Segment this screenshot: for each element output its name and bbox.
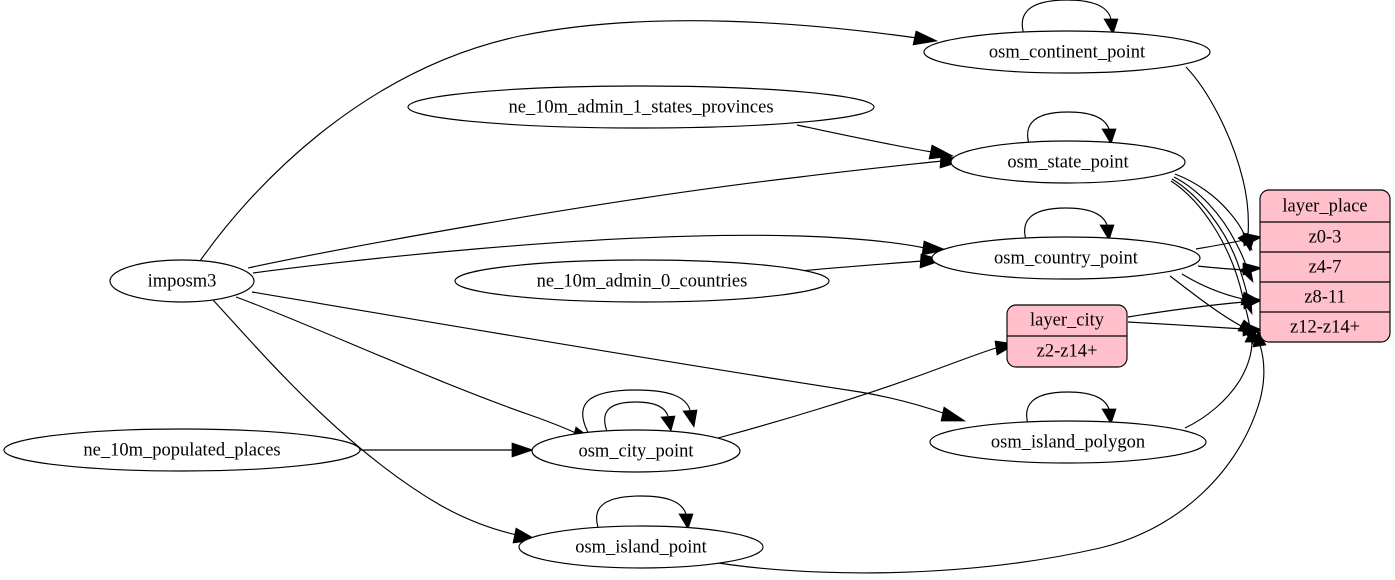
- node-osm_continent_point-shape[interactable]: [923, 30, 1211, 74]
- layer_place-row-z12-z14-label: z12-z14+: [1290, 317, 1360, 337]
- node-osm_island_point-shape[interactable]: [518, 525, 764, 569]
- node-ne_10m_populated_places-shape[interactable]: [3, 428, 361, 472]
- node-osm_city_point-label: osm_city_point: [578, 441, 694, 461]
- node-ne_10m_admin_0_countries-label: ne_10m_admin_0_countries: [537, 271, 748, 291]
- edge-self-osm_island_polygon: [1026, 391, 1117, 431]
- edge-imposm3-to-osm_country_point: [252, 234, 948, 274]
- node-osm_country_point[interactable]: osm_country_point: [931, 236, 1201, 280]
- node-layer_place[interactable]: layer_place z0-3 z4-7 z8-11 z12-z14+: [1259, 189, 1391, 343]
- edge-osm_continent_point-to-layer_place-z0-3: [1185, 66, 1256, 252]
- node-ne_10m_populated_places-label: ne_10m_populated_places: [83, 440, 280, 460]
- layer_place-row-z4-7-label: z4-7: [1309, 257, 1342, 277]
- node-layer: imposm3 ne_10m_admin_1_states_provinces …: [3, 30, 1391, 569]
- node-osm_island_polygon-shape[interactable]: [929, 420, 1207, 464]
- edge-imposm3-to-osm_continent_point: [199, 20, 939, 262]
- node-osm_island_polygon[interactable]: osm_island_polygon: [929, 420, 1207, 464]
- node-osm_state_point-shape[interactable]: [950, 140, 1186, 184]
- node-ne_10m_admin_0_countries[interactable]: ne_10m_admin_0_countries: [454, 259, 830, 303]
- edge-osm_country_point-to-layer_place-z4-7: [1197, 262, 1264, 276]
- node-osm_island_point-label: osm_island_point: [575, 537, 707, 557]
- node-osm_island_polygon-label: osm_island_polygon: [991, 432, 1145, 452]
- node-osm_continent_point[interactable]: osm_continent_point: [923, 30, 1211, 74]
- node-osm_state_point-label: osm_state_point: [1007, 152, 1129, 172]
- node-osm_city_point[interactable]: osm_city_point: [531, 429, 741, 473]
- edge-imposm3-to-osm_island_polygon: [251, 291, 967, 422]
- edge-admin_0_countries-to-osm_country_point: [799, 253, 945, 272]
- node-osm_city_point-shape[interactable]: [531, 429, 741, 473]
- edge-osm_country_point-to-layer_place-z0-3: [1195, 232, 1264, 250]
- node-osm_state_point[interactable]: osm_state_point: [950, 140, 1186, 184]
- edge-self-osm_continent_point: [1021, 0, 1119, 41]
- node-imposm3[interactable]: imposm3: [109, 259, 255, 303]
- node-imposm3-label: imposm3: [148, 271, 217, 291]
- edge-imposm3-to-osm_island_point: [212, 299, 539, 544]
- node-ne_10m_populated_places[interactable]: ne_10m_populated_places: [3, 428, 361, 472]
- node-ne_10m_admin_1_states_provinces-shape[interactable]: [407, 85, 875, 129]
- edge-osm_city_point-to-layer_city-z2-z14+: [717, 340, 1018, 439]
- edge-populated_places-to-osm_city_point: [360, 442, 535, 458]
- node-osm_continent_point-label: osm_continent_point: [989, 42, 1146, 62]
- node-layer_city[interactable]: layer_city z2-z14+: [1006, 304, 1128, 368]
- node-layer_place-shape[interactable]: [1259, 189, 1391, 343]
- edge-imposm3-to-osm_city_point: [235, 296, 598, 443]
- node-osm_country_point-label: osm_country_point: [994, 248, 1139, 268]
- edge-states_provinces-to-osm_state_point: [796, 124, 955, 160]
- edge-self-osm_country_point: [1024, 207, 1115, 247]
- edge-osm_state_point-to-layer_place-z0-3: [1174, 173, 1253, 251]
- edge-imposm3-to-osm_state_point: [247, 153, 965, 269]
- edge-layer_city-to-layer_place-z8-11: [1127, 294, 1263, 318]
- edge-self-osm_state_point: [1027, 111, 1117, 151]
- edge-self-inner-osm_city_point: [604, 401, 676, 435]
- layer_city-row-header-label: layer_city: [1030, 310, 1105, 330]
- edge-self-osm_island_point: [596, 495, 694, 536]
- node-ne_10m_admin_1_states_provinces-label: ne_10m_admin_1_states_provinces: [508, 97, 773, 117]
- edge-osm_island_polygon-to-layer_place-z12-z14+: [1184, 326, 1260, 429]
- layer_place-row-header-label: layer_place: [1282, 196, 1367, 216]
- layer_place-row-z8-11-label: z8-11: [1304, 287, 1345, 307]
- node-ne_10m_admin_0_countries-shape[interactable]: [454, 259, 830, 303]
- node-imposm3-shape[interactable]: [109, 259, 255, 303]
- node-osm_island_point[interactable]: osm_island_point: [518, 525, 764, 569]
- layer_place-row-z0-3-label: z0-3: [1309, 227, 1342, 247]
- edge-self-outer-osm_city_point: [582, 389, 698, 437]
- layer_city-row-z2-z14-label: z2-z14+: [1037, 341, 1098, 361]
- node-osm_country_point-shape[interactable]: [931, 236, 1201, 280]
- node-ne_10m_admin_1_states_provinces[interactable]: ne_10m_admin_1_states_provinces: [407, 85, 875, 129]
